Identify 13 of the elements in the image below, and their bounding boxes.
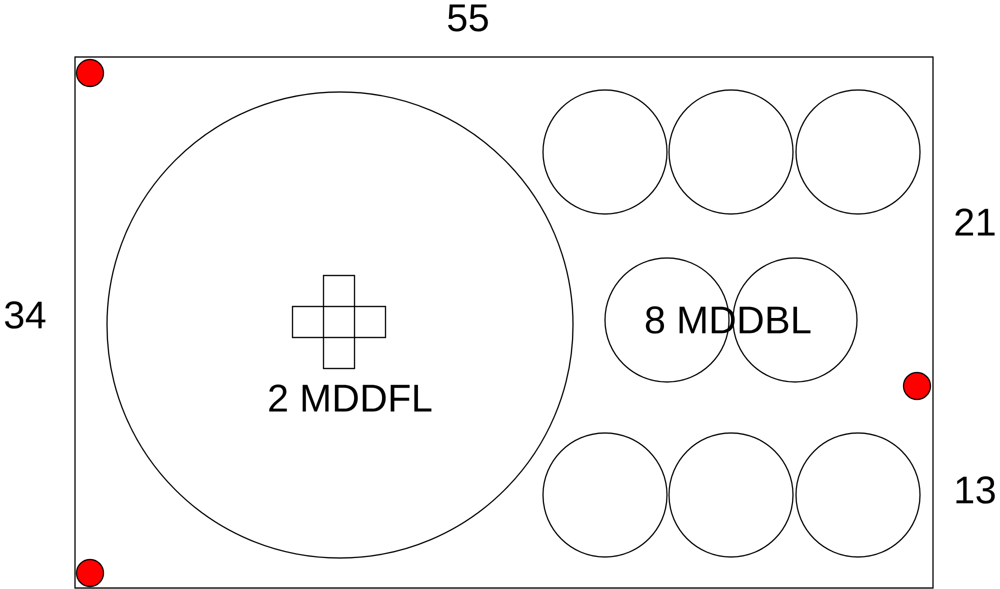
dot: [76, 58, 104, 88]
circle: [668, 89, 794, 215]
dimension-label: 21: [955, 208, 995, 236]
circle: [542, 432, 668, 558]
circle: [795, 432, 921, 558]
circle: [795, 89, 921, 215]
dimension-label: 13: [956, 476, 995, 504]
dimension-label: 55: [448, 4, 488, 32]
circle: [668, 432, 794, 558]
dimension-label: 34: [4, 301, 46, 329]
dot: [902, 372, 932, 400]
dot: [76, 558, 104, 588]
circle: [542, 89, 668, 215]
